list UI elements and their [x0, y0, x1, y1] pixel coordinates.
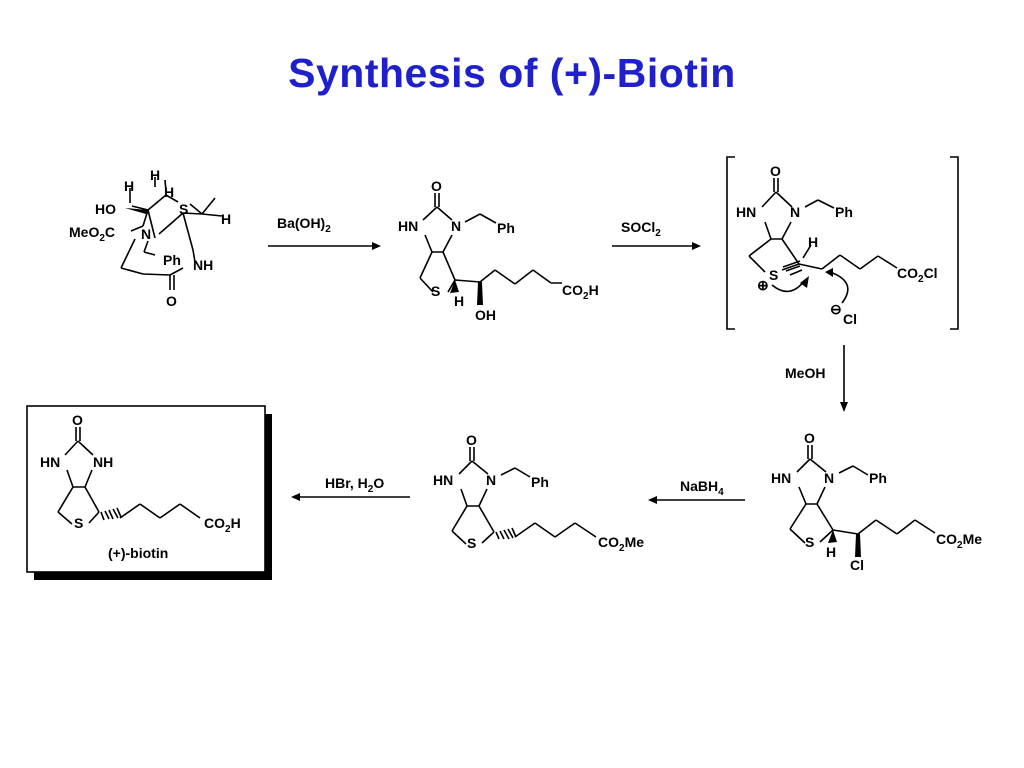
atom-label: CO2Me: [936, 531, 982, 551]
atom-label: HN: [433, 472, 453, 488]
hydroxy-acid-intermediate: O HN N Ph S H OH CO2H: [398, 178, 599, 323]
benzyl-biotin-ester: O HN N Ph S CO2Me: [433, 432, 644, 554]
atom-label: Ph: [531, 474, 549, 490]
atom-label: H: [221, 211, 231, 227]
atom-label: O: [72, 412, 83, 428]
charge-plus: ⊕: [757, 277, 769, 293]
atom-label: NH: [193, 257, 213, 273]
reaction-arrow: MeOH: [785, 345, 848, 412]
atom-label: CO2Me: [598, 534, 644, 554]
atom-label: H: [808, 234, 818, 250]
atom-label: S: [74, 515, 83, 531]
slide-title: Synthesis of (+)-Biotin: [288, 50, 736, 96]
atom-label: N: [141, 226, 151, 242]
atom-label: HN: [398, 218, 418, 234]
atom-label: Cl: [843, 311, 857, 327]
atom-label: Ph: [869, 470, 887, 486]
atom-label: H: [124, 178, 134, 194]
atom-label: HO: [95, 201, 116, 217]
reagent-label: Ba(OH)2: [277, 215, 331, 235]
chloro-ester-intermediate: O HN N Ph S H Cl CO2Me: [771, 430, 982, 573]
atom-label: O: [770, 163, 781, 179]
atom-label: S: [467, 535, 476, 551]
atom-label: OH: [475, 307, 496, 323]
atom-label: H: [454, 293, 464, 309]
atom-label: O: [466, 432, 477, 448]
atom-label: H: [150, 167, 160, 183]
reagent-label: MeOH: [785, 365, 825, 381]
atom-label: HN: [771, 470, 791, 486]
atom-label: N: [451, 218, 461, 234]
atom-label: CO2Cl: [897, 265, 938, 285]
reaction-arrow: Ba(OH)2: [268, 215, 381, 250]
atom-label: Ph: [163, 252, 181, 268]
reaction-arrow: HBr, H2O: [291, 475, 410, 501]
atom-label: CO2H: [204, 515, 241, 535]
atom-label: S: [769, 267, 778, 283]
atom-label: H: [826, 544, 836, 560]
atom-label: Ph: [497, 220, 515, 236]
atom-label: O: [804, 430, 815, 446]
atom-label: HN: [736, 204, 756, 220]
sulfonium-intermediate: O HN N Ph H S ⊕ CO2Cl ⊖ Cl: [726, 156, 959, 330]
reagent-label: HBr, H2O: [325, 475, 384, 495]
atom-label: HN: [40, 454, 60, 470]
atom-label: Cl: [850, 557, 864, 573]
reaction-arrow: NaBH4: [648, 478, 745, 504]
atom-label: O: [166, 293, 177, 309]
product-label: (+)-biotin: [108, 545, 168, 561]
atom-label: S: [431, 283, 440, 299]
starting-material: H H H S H HO MeO2C N Ph NH O: [69, 167, 231, 309]
atom-label: N: [790, 204, 800, 220]
atom-label: CO2H: [562, 282, 599, 302]
atom-label: NH: [93, 454, 113, 470]
reaction-arrow: SOCl2: [612, 219, 701, 250]
atom-label: S: [179, 201, 188, 217]
product-box: O HN NH S CO2H (+)-biotin: [26, 405, 272, 580]
reagent-label: NaBH4: [680, 478, 724, 498]
atom-label: MeO2C: [69, 224, 115, 244]
atom-label: O: [431, 178, 442, 194]
atom-label: S: [805, 534, 814, 550]
atom-label: Ph: [835, 204, 853, 220]
charge-minus: ⊖: [830, 301, 842, 317]
atom-label: N: [486, 472, 496, 488]
reagent-label: SOCl2: [621, 219, 661, 239]
atom-label: H: [164, 184, 174, 200]
atom-label: N: [824, 470, 834, 486]
